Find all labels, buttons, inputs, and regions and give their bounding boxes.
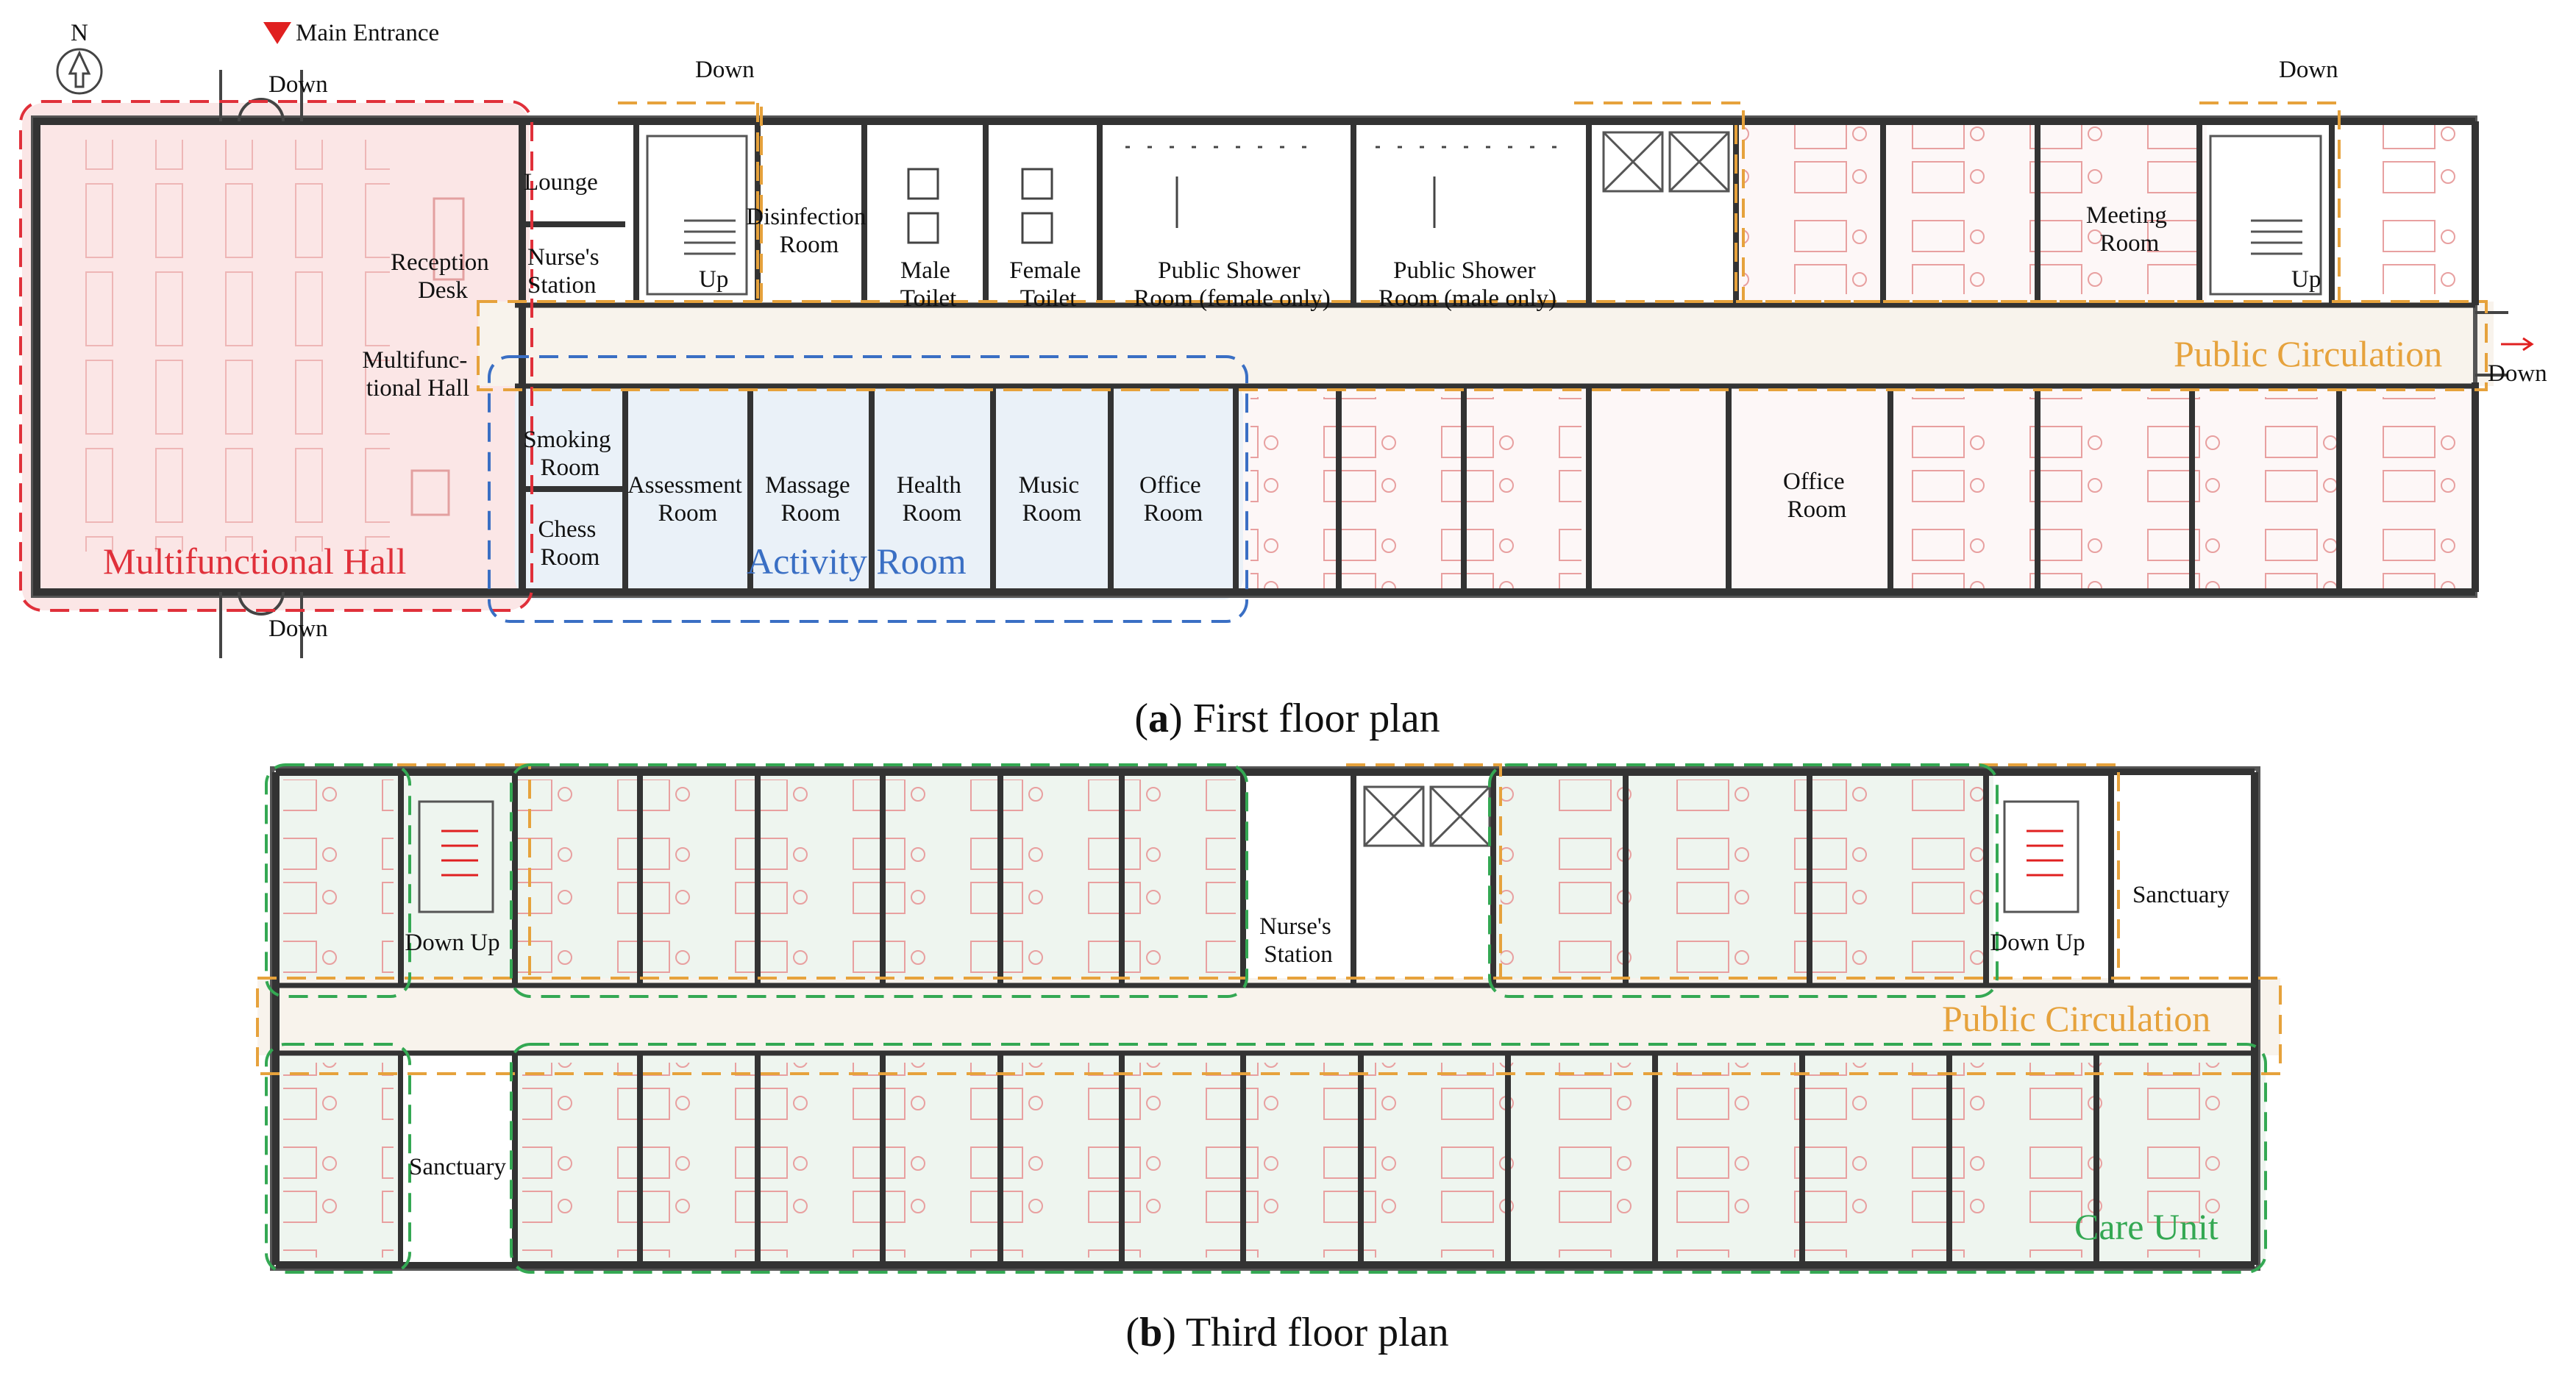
zone-label-public-circulation-3f: Public Circulation <box>1942 998 2210 1039</box>
first-floor-walls <box>31 115 2479 598</box>
room-label-nurses-station: Nurse's Station <box>527 244 605 299</box>
third-floor-walls <box>270 766 2260 1271</box>
main-entrance-doors <box>219 70 2508 658</box>
room-label-assessment-room: Assessment Room <box>627 472 748 527</box>
hall-seating <box>81 140 390 552</box>
stair-3f-west <box>418 800 494 913</box>
room-label-disinfection-room: Disinfection Room <box>746 204 872 258</box>
stair-1 <box>646 135 748 296</box>
care-unit-zone-outline-north-b <box>1488 763 1999 998</box>
sanctuary-room-3f-north <box>2114 775 2251 983</box>
room-label-office-room: Office Room <box>1783 468 1851 523</box>
room-label-office-room: Office Room <box>1139 472 1207 527</box>
room-label-public-shower-male: Public Shower Room (male only) <box>1378 257 1556 312</box>
up-label: Up <box>699 266 728 293</box>
activity-room-zone-fill <box>515 379 1243 599</box>
room-label-chess-room: Chess Room <box>538 516 602 571</box>
entrance-triangle-icon <box>263 22 291 44</box>
room-label-music-room: Music Room <box>1019 472 1086 527</box>
beds-3f-south-b <box>283 1063 394 1258</box>
beds-south-a <box>1250 397 1581 588</box>
reception-desk-furniture <box>410 197 465 516</box>
sanctuary-room-3f-south <box>403 1056 512 1262</box>
room-label-sanctuary: Sanctuary <box>2132 882 2230 908</box>
room-label-meeting-room: Meeting Room <box>2086 202 2173 257</box>
stair-label-east: Down Up <box>1990 930 2085 956</box>
room-label-male-toilet: Male Toilet <box>900 257 957 312</box>
zone-label-public-circulation: Public Circulation <box>2174 333 2442 374</box>
north-arrow-icon <box>56 48 103 95</box>
room-label-public-shower-female: Public Shower Room (female only) <box>1134 257 1331 312</box>
third-floor-plan: Down Up Down Up Nurse's Station Sanctuar… <box>256 763 2282 1355</box>
first-floor-plan: N Main Entrance Down Down Down Down Down… <box>19 20 2547 741</box>
stair-2 <box>2209 135 2322 296</box>
elevator-shafts-3f <box>1363 785 1491 847</box>
caption-third-floor: (b) Third floor plan <box>1125 1310 1448 1355</box>
down-label: Down <box>2488 360 2547 387</box>
beds-3f-north-c <box>283 780 394 978</box>
room-label-nurses-station-3f: Nurse's Station <box>1259 913 1337 968</box>
corridor-3f-fill <box>257 978 2280 1055</box>
room-label-smoking-room: Smoking Room <box>523 427 616 481</box>
stair-label-west: Down Up <box>405 930 499 956</box>
main-entrance-label: Main Entrance <box>296 20 439 46</box>
beds-south-b <box>1890 397 2472 588</box>
care-unit-zone-outline-north-a <box>510 763 1248 998</box>
caption-first-floor: (a) First floor plan <box>1134 696 1440 741</box>
room-label-multifunctional-hall: Multifunc- tional Hall <box>362 347 473 402</box>
beds-3f-north-a <box>515 780 1236 978</box>
room-label-female-toilet: Female Toilet <box>1009 257 1086 312</box>
elevator-shafts <box>1602 131 1730 193</box>
room-label-reception-desk: Reception Desk <box>391 249 495 304</box>
beds-north-east <box>2339 125 2479 294</box>
room-label-sanctuary: Sanctuary <box>409 1154 506 1180</box>
activity-room-zone-outline <box>488 355 1248 623</box>
zone-label-multifunctional-hall: Multifunctional Hall <box>103 541 406 582</box>
room-label-health-room: Health Room <box>897 472 967 527</box>
room-label-massage-room: Massage Room <box>765 472 856 527</box>
beds-north <box>1743 125 2199 294</box>
down-label: Down <box>695 57 755 83</box>
down-label: Down <box>2279 57 2338 83</box>
third-floor-partitions <box>398 772 2114 1265</box>
up-label: Up <box>2291 266 2321 293</box>
beds-3f-south-a <box>522 1063 2258 1258</box>
east-exit-arrow-icon <box>2501 337 2534 352</box>
corridor-fill <box>478 302 2494 386</box>
down-label: Down <box>268 71 328 98</box>
shower-stalls <box>907 146 1567 244</box>
north-label: N <box>71 20 88 46</box>
down-label: Down <box>268 616 328 642</box>
beds-3f-north-b <box>1501 780 1986 978</box>
first-floor-partitions <box>522 121 2342 592</box>
stair-3f-east <box>2003 800 2079 913</box>
zone-label-care-unit: Care Unit <box>2074 1206 2219 1247</box>
room-label-lounge: Lounge <box>524 169 598 196</box>
zone-label-activity-room: Activity Room <box>747 541 967 582</box>
care-unit-zone-outline-nw <box>265 763 411 998</box>
care-unit-zone-outline-south <box>510 1043 2267 1274</box>
public-circulation-zone-outline <box>477 101 2488 391</box>
